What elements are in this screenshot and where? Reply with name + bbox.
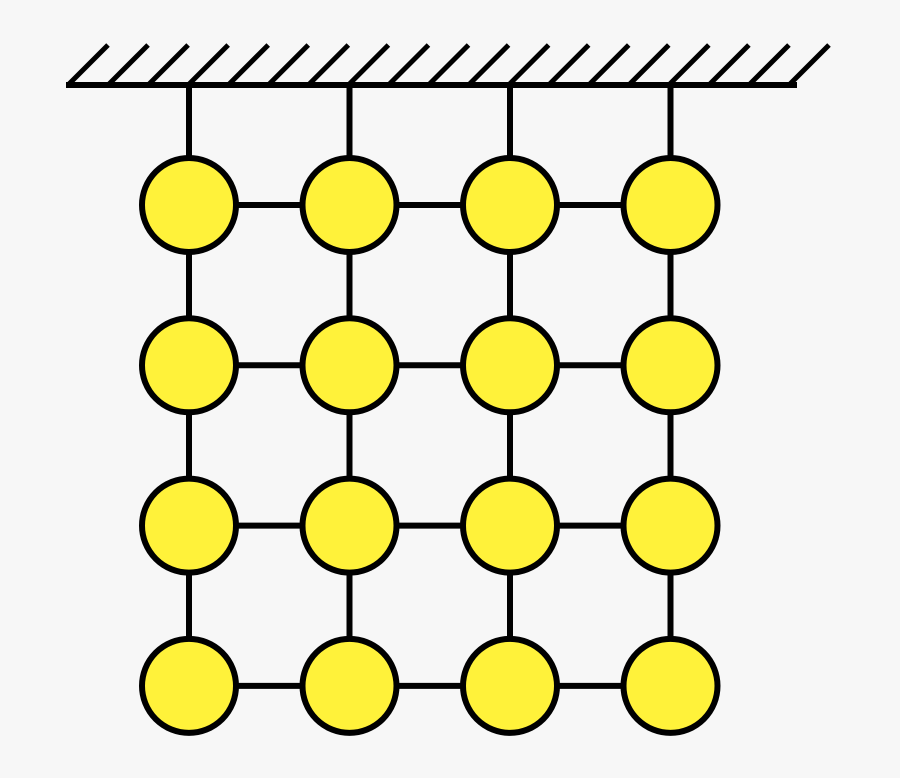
support-hatch-mark	[186, 43, 230, 87]
support-hatch-mark	[546, 43, 591, 87]
support-hatch-mark	[226, 43, 270, 87]
mass-node	[620, 155, 721, 255]
support-hatch-mark	[667, 43, 711, 87]
fixed-support	[66, 43, 831, 88]
mass-node	[620, 635, 721, 736]
mass-node	[460, 475, 560, 576]
lattice-springs	[186, 202, 674, 689]
mass-node	[620, 475, 721, 576]
support-hatch-mark	[386, 43, 431, 87]
mass-node	[139, 635, 239, 736]
support-hatch-mark	[707, 43, 751, 87]
mass-node	[620, 315, 721, 416]
support-hatch-mark	[66, 43, 110, 87]
mass-node	[139, 155, 239, 255]
mass-node	[460, 635, 560, 736]
support-hatch-mark	[466, 43, 511, 87]
support-hatch-mark	[146, 43, 190, 87]
mass-node	[139, 475, 239, 576]
support-hatch-mark	[627, 43, 671, 87]
mass-node	[299, 635, 400, 736]
support-hatch-mark	[106, 43, 150, 87]
support-hatch-mark	[506, 43, 551, 87]
support-hatch-mark	[787, 43, 831, 87]
support-hatch-mark	[346, 43, 391, 87]
support-hatch-mark	[586, 43, 631, 87]
mass-node	[299, 315, 400, 416]
mass-node	[460, 315, 560, 416]
support-hatch-mark	[747, 43, 791, 87]
support-hatch-mark	[426, 43, 471, 87]
lattice-nodes	[139, 155, 721, 736]
mass-node	[299, 155, 400, 255]
support-hatch-mark	[266, 43, 311, 87]
mass-node	[299, 475, 400, 576]
support-hatch-mark	[306, 43, 351, 87]
mass-node	[139, 315, 239, 416]
hanger-links	[186, 85, 674, 205]
mass-node	[460, 155, 560, 255]
